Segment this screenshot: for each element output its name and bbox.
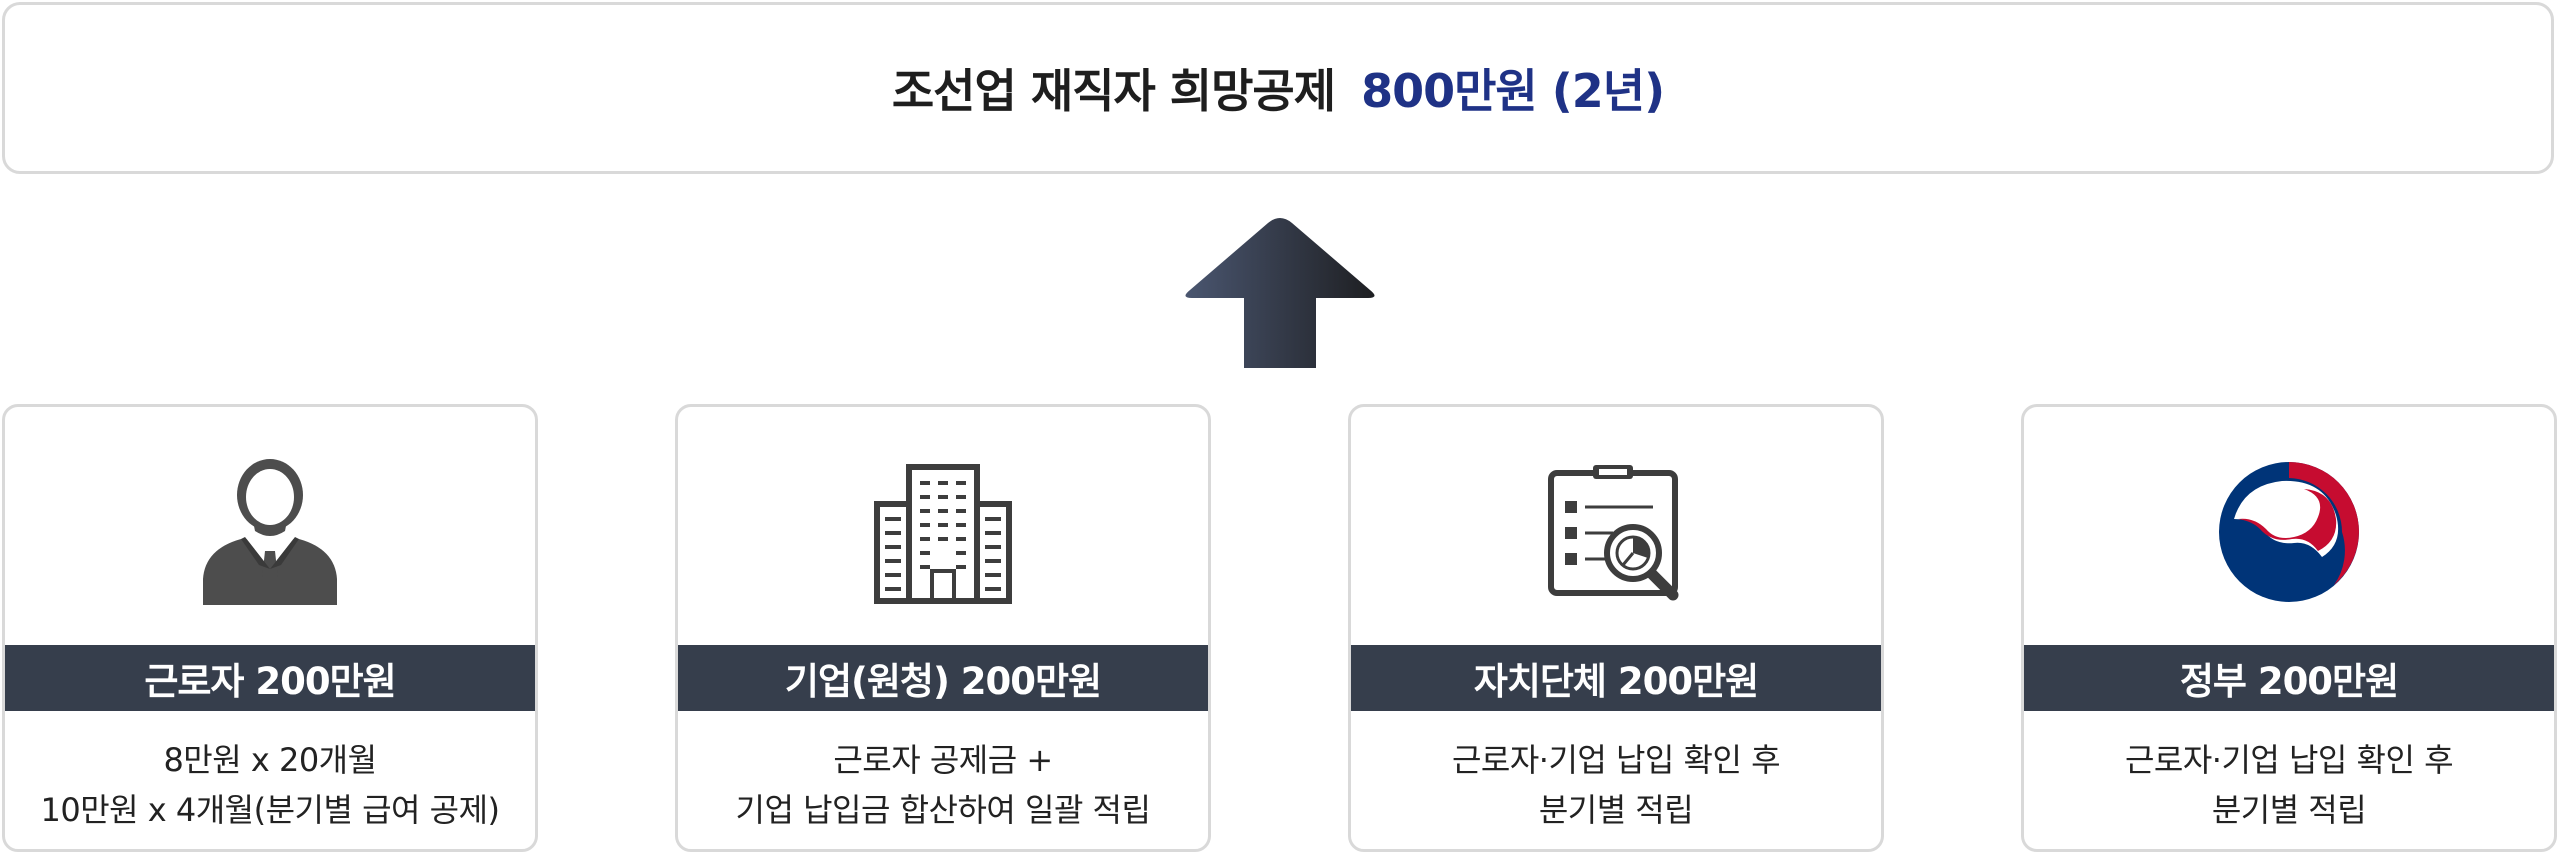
card-title: 정부 200만원 (2024, 645, 2554, 711)
card-description: 근로자 공제금 + 기업 납입금 합산하여 일괄 적립 (678, 735, 1208, 835)
card-title: 자치단체 200만원 (1351, 645, 1881, 711)
card-description: 8만원 x 20개월 10만원 x 4개월(분기별 급여 공제) (5, 735, 535, 835)
desc-line: 근로자·기업 납입 확인 후 (1451, 741, 1781, 779)
desc-line: 분기별 적립 (2211, 791, 2367, 829)
desc-line: 기업 납입금 합산하여 일괄 적립 (735, 791, 1151, 829)
card-local-government: 자치단체 200만원 근로자·기업 납입 확인 후 분기별 적립 (1348, 404, 1884, 852)
card-description: 근로자·기업 납입 확인 후 분기별 적립 (2024, 735, 2554, 835)
clipboard-report-icon (1548, 465, 1679, 601)
up-arrow-icon (1185, 218, 1375, 368)
desc-line: 10만원 x 4개월(분기별 급여 공제) (40, 791, 500, 829)
building-icon (874, 464, 1012, 604)
worker-icon (203, 459, 337, 605)
card-title: 기업(원청) 200만원 (678, 645, 1208, 711)
card-government: 정부 200만원 근로자·기업 납입 확인 후 분기별 적립 (2021, 404, 2557, 852)
desc-line: 근로자 공제금 + (833, 741, 1053, 779)
card-title: 근로자 200만원 (5, 645, 535, 711)
card-worker: 근로자 200만원 8만원 x 20개월 10만원 x 4개월(분기별 급여 공… (2, 404, 538, 852)
desc-line: 근로자·기업 납입 확인 후 (2124, 741, 2454, 779)
program-title: 조선업 재직자 희망공제 (891, 64, 1336, 118)
card-company: 기업(원청) 200만원 근로자 공제금 + 기업 납입금 합산하여 일괄 적립 (675, 404, 1211, 852)
desc-line: 8만원 x 20개월 (163, 741, 377, 779)
total-box: 조선업 재직자 희망공제 800만원 (2년) (2, 2, 2554, 174)
taegeuk-emblem-icon (2219, 462, 2359, 602)
desc-line: 분기별 적립 (1538, 791, 1694, 829)
card-description: 근로자·기업 납입 확인 후 분기별 적립 (1351, 735, 1881, 835)
total-amount: 800만원 (2년) (1361, 64, 1665, 118)
